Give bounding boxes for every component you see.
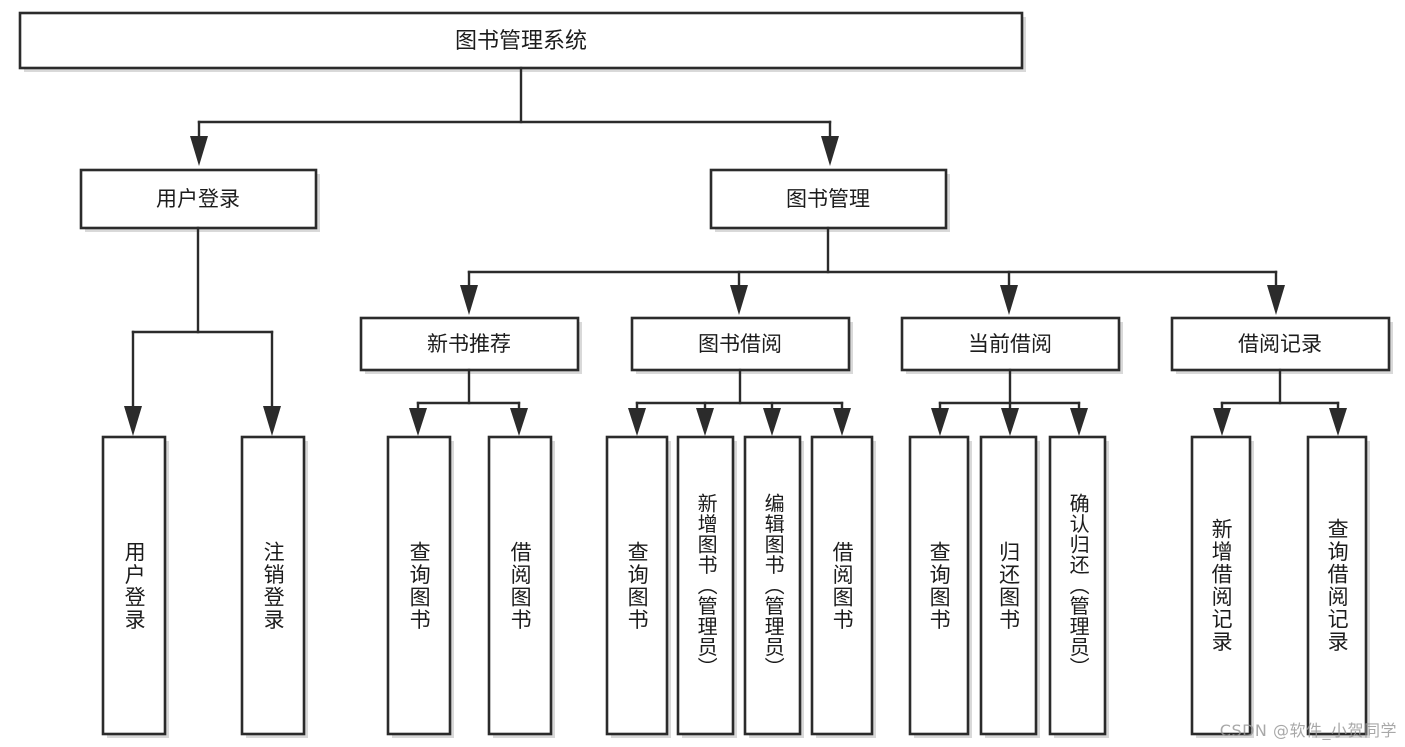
arrow-leaf-logout (263, 406, 281, 436)
arrow-leaf-bb-edit (763, 408, 781, 436)
borrow-record-box[interactable] (1170, 316, 1391, 372)
arrow-to-user-login (190, 136, 208, 166)
leaf-br-add-box[interactable] (1190, 435, 1252, 736)
arrow-leaf-cb-confirm (1070, 408, 1088, 436)
leaf-cb-confirm-box[interactable] (1048, 435, 1107, 736)
connector-root-to-level2 (190, 66, 839, 166)
arrow-leaf-bb-borrow (833, 408, 851, 436)
node-book-borrow[interactable]: 图书借阅 (630, 316, 853, 374)
leaf-bb-borrow-box[interactable] (810, 435, 874, 736)
connector-book-borrow-to-leaves (628, 368, 851, 436)
leaf-cb-query-box[interactable] (908, 435, 970, 736)
user-login-label: 用户登录 (156, 187, 240, 211)
leaf-nb-borrow-box[interactable] (487, 435, 553, 736)
arrow-leaf-nb-borrow (510, 408, 528, 436)
csdn-watermark: CSDN @软件_小贺同学 (1219, 721, 1397, 740)
connector-user-login-to-leaves (124, 226, 281, 436)
arrow-leaf-cb-query (931, 408, 949, 436)
leaf-user-login-box[interactable] (101, 435, 167, 736)
arrow-leaf-user-login (124, 406, 142, 436)
leaf-bb-query-box[interactable] (605, 435, 669, 736)
node-book-management[interactable]: 图书管理 (709, 168, 950, 232)
book-management-label: 图书管理 (786, 187, 870, 211)
leaf-bb-edit-box[interactable] (743, 435, 802, 736)
connector-borrow-record-to-leaves (1213, 368, 1347, 436)
new-book-recommend-label: 新书推荐 (427, 332, 511, 356)
leaf-logout-box[interactable] (240, 435, 306, 736)
book-borrow-label: 图书借阅 (698, 332, 782, 356)
current-borrow-label: 当前借阅 (968, 332, 1052, 356)
arrow-to-book-mgmt (821, 136, 839, 166)
leaf-br-query-box[interactable] (1306, 435, 1368, 736)
arrow-leaf-bb-query (628, 408, 646, 436)
new-book-recommend-box[interactable] (359, 316, 580, 372)
leaf-group-new-book-recommend (386, 435, 555, 738)
arrow-to-new-book (460, 285, 478, 315)
arrow-leaf-br-query (1329, 408, 1347, 436)
arrow-leaf-br-add (1213, 408, 1231, 436)
arrow-to-borrow-record (1267, 285, 1285, 315)
root-box[interactable] (18, 11, 1024, 70)
arrow-leaf-nb-query (409, 408, 427, 436)
arrow-leaf-bb-add (696, 408, 714, 436)
connector-current-borrow-to-leaves (931, 368, 1088, 436)
node-current-borrow[interactable]: 当前借阅 (900, 316, 1123, 374)
leaf-nb-query-box[interactable] (386, 435, 452, 736)
current-borrow-box[interactable] (900, 316, 1121, 372)
node-new-book-recommend[interactable]: 新书推荐 (359, 316, 582, 374)
leaf-group-borrow-record (1190, 435, 1370, 738)
user-login-box[interactable] (79, 168, 318, 230)
leaf-cb-return-box[interactable] (979, 435, 1038, 736)
book-management-box[interactable] (709, 168, 948, 230)
root-label: 图书管理系统 (455, 29, 587, 54)
connector-book-mgmt-to-level3 (460, 226, 1285, 315)
node-user-login[interactable]: 用户登录 (79, 168, 320, 232)
leaf-bb-add-box[interactable] (676, 435, 735, 736)
node-root[interactable]: 图书管理系统 (18, 11, 1026, 72)
arrow-to-current-borrow (1000, 285, 1018, 315)
leaf-group-book-borrow (605, 435, 876, 738)
borrow-record-label: 借阅记录 (1238, 332, 1322, 356)
leaf-group-current-borrow (908, 435, 1109, 738)
arrow-leaf-cb-return (1001, 408, 1019, 436)
arrow-to-book-borrow (730, 285, 748, 315)
leaf-group-user-login (101, 435, 308, 738)
node-borrow-record[interactable]: 借阅记录 (1170, 316, 1393, 374)
connector-new-book-to-leaves (409, 368, 528, 436)
